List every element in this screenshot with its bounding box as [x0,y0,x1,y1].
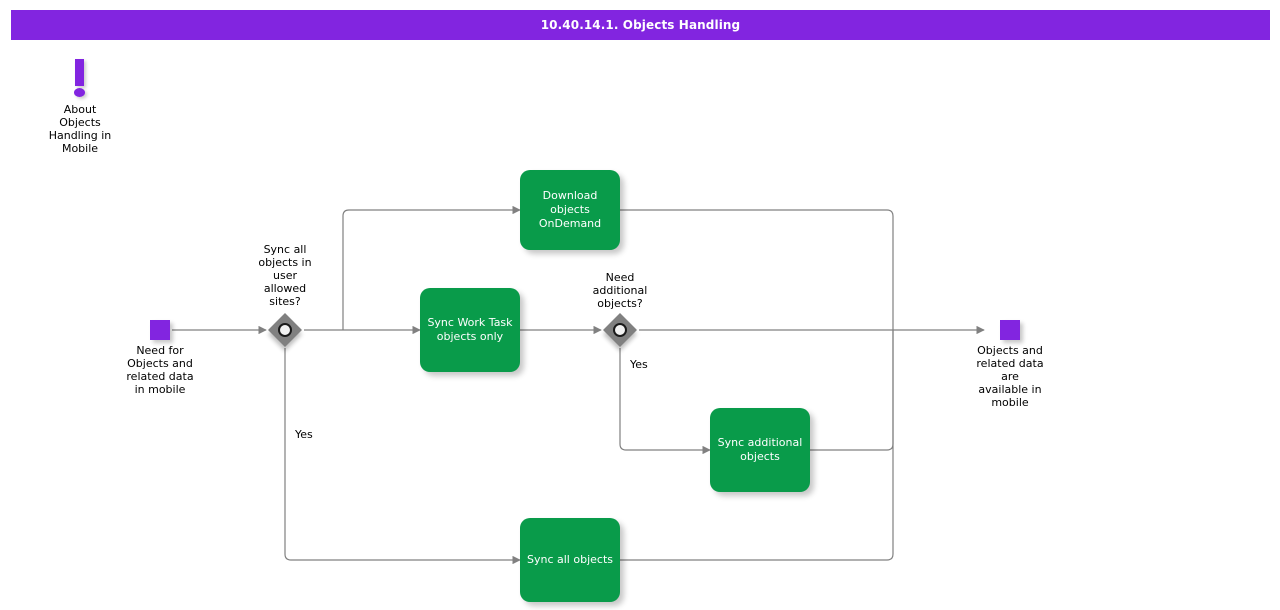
edge-gateway1-yes-to-sync-all-objects [284,348,521,565]
task-download-ondemand-label: Download objects OnDemand [538,189,602,230]
task-sync-all-objects-label: Sync all objects [527,553,613,566]
event-based-gateway-icon [613,323,627,337]
edge-download-ondemand-to-merge [620,209,894,330]
task-download-ondemand[interactable]: Download objects OnDemand [520,170,620,250]
event-based-gateway-icon [278,323,292,337]
gateway-need-additional[interactable] [603,313,637,347]
exclamation-icon [74,59,86,97]
start-event-label: Need for Objects and related data in mob… [126,344,194,396]
edge-sync-additional-to-merge [810,330,894,451]
start-event-marker[interactable] [150,320,170,340]
end-event-marker[interactable] [1000,320,1020,340]
gateway-need-additional-label: Need additional objects? [592,271,648,310]
annotation-label: About Objects Handling in Mobile [48,103,112,155]
gateway-sync-all-sites[interactable] [268,313,302,347]
edge-label-gateway1-yes: Yes [295,428,313,441]
task-sync-all-objects[interactable]: Sync all objects [520,518,620,602]
end-event-label: Objects and related data are available i… [976,344,1044,409]
page-title: 10.40.14.1. Objects Handling [540,18,741,32]
task-sync-work-task[interactable]: Sync Work Task objects only [420,288,520,372]
gateway-sync-all-sites-label: Sync all objects in user allowed sites? [258,243,312,308]
task-sync-additional[interactable]: Sync additional objects [710,408,810,492]
task-sync-additional-label: Sync additional objects [717,436,803,463]
edge-label-gateway2-yes: Yes [630,358,648,371]
diagram-title-bar: 10.40.14.1. Objects Handling [11,10,1270,40]
exclamation-dot [74,88,85,97]
exclamation-bar [75,59,84,86]
task-sync-work-task-label: Sync Work Task objects only [427,316,513,343]
